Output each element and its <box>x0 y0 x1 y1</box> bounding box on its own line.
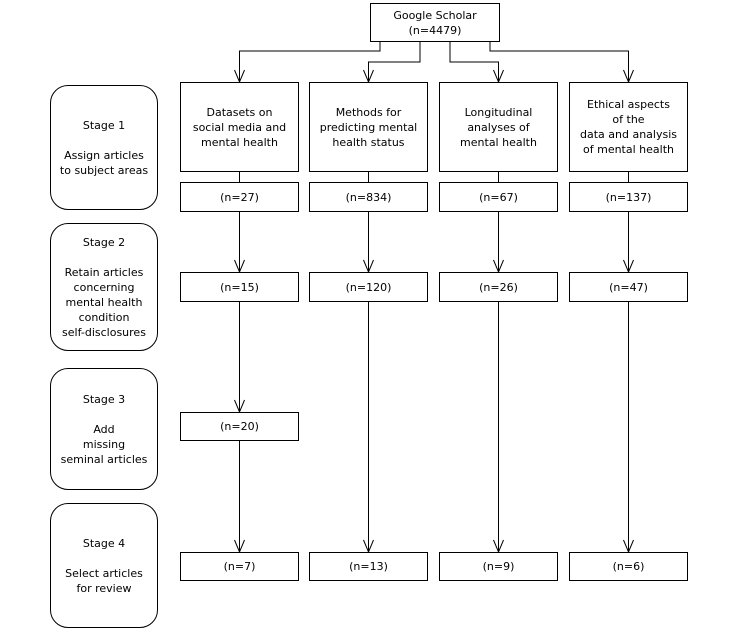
stage-4-title: Stage 4 <box>82 536 126 550</box>
count-box-col4-stage1: (n=137) <box>569 182 688 212</box>
count-box-col1-stage4: (n=7) <box>180 552 299 581</box>
stage-1-title: Stage 1 <box>82 118 126 132</box>
connector-source-to-subject-3 <box>449 42 504 84</box>
stage-3-box: Stage 3 Add missing seminal articles <box>50 368 158 490</box>
connector-stage1-to-stage2-col3 <box>493 212 504 274</box>
connector-source-to-subject-2 <box>363 42 421 84</box>
stage-2-box: Stage 2 Retain articles concerning menta… <box>50 223 158 351</box>
column-1-header-box: Datasets on social media and mental heal… <box>180 82 299 172</box>
connector-stage2-to-stage3-col1 <box>234 302 245 414</box>
connector-source-to-subject-1 <box>234 42 381 84</box>
count-box-col4-stage2: (n=47) <box>569 272 688 302</box>
stage-4-box: Stage 4 Select articles for review <box>50 503 158 628</box>
column-4-header-box: Ethical aspects of the data and analysis… <box>569 82 688 172</box>
connector-stage2-to-stage4-col2 <box>363 302 374 554</box>
stage-3-title: Stage 3 <box>82 392 126 406</box>
count-box-col2-stage4: (n=13) <box>309 552 428 581</box>
connector-stage3-to-stage4-col1 <box>234 441 245 554</box>
stage-2-description: Retain articles concerning mental health… <box>62 265 146 339</box>
connector-stage2-to-stage4-col4 <box>623 302 634 554</box>
count-box-col3-stage4: (n=9) <box>439 552 558 581</box>
connector-stage1-to-stage2-col1 <box>234 212 245 274</box>
count-box-col1-stage1: (n=27) <box>180 182 299 212</box>
column-3-header-box: Longitudinal analyses of mental health <box>439 82 558 172</box>
connector-stage2-to-stage4-col3 <box>493 302 504 554</box>
count-box-col1-stage2: (n=15) <box>180 272 299 302</box>
column-2-header-box: Methods for predicting mental health sta… <box>309 82 428 172</box>
count-box-col1-stage3: (n=20) <box>180 412 299 441</box>
stage-1-description: Assign articles to subject areas <box>59 148 149 177</box>
connector-stage1-to-stage2-col2 <box>363 212 374 274</box>
stage-2-title: Stage 2 <box>82 235 126 249</box>
stage-1-box: Stage 1 Assign articles to subject areas <box>50 85 158 210</box>
connector-stage1-to-stage2-col4 <box>623 212 634 274</box>
stage-4-description: Select articles for review <box>65 566 143 595</box>
stage-3-description: Add missing seminal articles <box>60 422 148 466</box>
count-box-col2-stage2: (n=120) <box>309 272 428 302</box>
count-box-col4-stage4: (n=6) <box>569 552 688 581</box>
connector-source-to-subject-4 <box>489 42 634 84</box>
count-box-col3-stage1: (n=67) <box>439 182 558 212</box>
count-box-col2-stage1: (n=834) <box>309 182 428 212</box>
source-box: Google Scholar (n=4479) <box>370 3 500 42</box>
count-box-col3-stage2: (n=26) <box>439 272 558 302</box>
